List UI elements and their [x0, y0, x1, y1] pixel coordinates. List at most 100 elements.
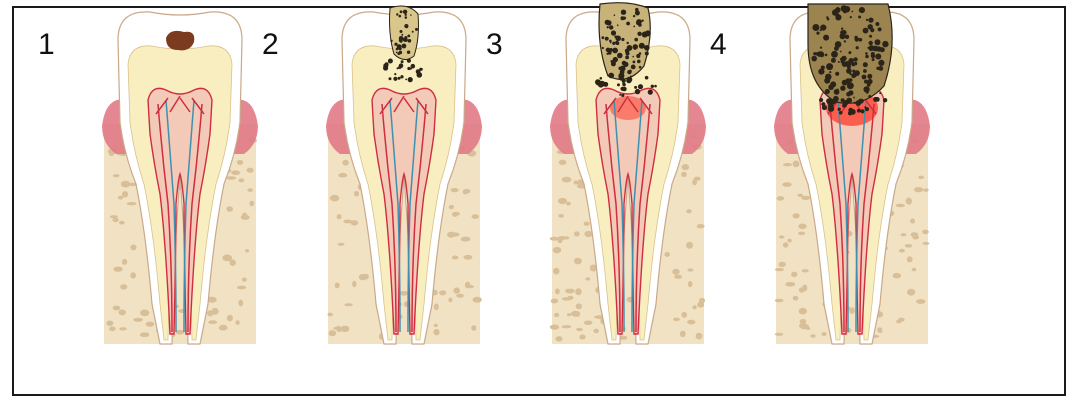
bone-cell	[342, 160, 348, 166]
bone-cell	[226, 206, 233, 212]
bone-cell	[247, 168, 254, 173]
bone-cell	[686, 209, 691, 213]
decay-particle	[868, 95, 871, 98]
decay-particle	[864, 80, 868, 84]
decay-particle	[410, 14, 412, 16]
decay-particle	[871, 52, 875, 56]
bone-cell	[692, 305, 696, 309]
decay-particle	[842, 80, 848, 86]
bone-cell	[207, 310, 213, 316]
stage-number: 3	[486, 28, 503, 62]
decay-particle	[848, 111, 852, 115]
bone-cell	[682, 164, 689, 170]
decay-particle	[412, 31, 414, 33]
decay-particle	[394, 43, 397, 46]
decay-particle	[608, 73, 614, 79]
bone-cell	[450, 232, 460, 236]
bone-cell	[122, 259, 127, 265]
decay-particle	[639, 43, 645, 49]
bone-cell	[456, 294, 464, 298]
bone-cell	[687, 320, 695, 325]
bone-cell	[798, 232, 805, 236]
decay-particle	[407, 59, 411, 63]
bone-cell	[465, 282, 471, 289]
bone-cell	[907, 289, 915, 296]
bone-cell	[130, 245, 136, 251]
decay-particle	[605, 37, 609, 41]
stage-panel-3: 3	[486, 0, 686, 392]
stage-number: 4	[710, 28, 727, 62]
bone-cell	[568, 296, 574, 300]
decay-particle	[606, 53, 608, 55]
bone-cell	[328, 313, 333, 317]
decay-particle	[634, 47, 637, 50]
decay-particle	[625, 56, 629, 60]
bone-cell	[454, 212, 460, 216]
bone-cell	[923, 188, 929, 191]
bone-cell	[802, 269, 809, 272]
bone-cell	[571, 311, 580, 317]
bone-cell	[801, 196, 810, 200]
bone-cell	[112, 218, 118, 222]
decay-particle	[408, 39, 412, 43]
decay-particle	[811, 56, 817, 62]
decay-particle	[821, 66, 825, 70]
bone-cell	[681, 312, 687, 318]
decay-particle	[613, 60, 616, 63]
bone-cell	[351, 220, 359, 225]
bone-cell	[453, 287, 460, 293]
decay-particle	[840, 57, 844, 61]
decay-particle	[837, 7, 839, 9]
decay-particle	[400, 10, 403, 13]
bone-cell	[352, 281, 356, 287]
decay-particle	[396, 52, 398, 54]
decay-particle	[869, 41, 873, 45]
decay-particle	[633, 61, 636, 64]
bone-cell	[674, 275, 682, 279]
bone-cell	[245, 249, 249, 252]
decay-particle	[617, 53, 623, 59]
decay-particle	[638, 84, 643, 89]
bone-cell	[912, 235, 919, 240]
decay-particle	[821, 102, 825, 106]
decay-particle	[812, 24, 819, 31]
decay-particle	[840, 33, 846, 39]
decay-particle	[614, 14, 616, 16]
decay-particle	[400, 30, 403, 33]
decay-particle	[859, 38, 863, 42]
tooth-illustration	[768, 4, 936, 348]
decay-particle	[617, 83, 620, 86]
decay-particle	[854, 102, 856, 104]
bone-cell	[451, 188, 459, 192]
decay-particle	[383, 65, 388, 70]
bone-cell	[133, 318, 143, 322]
bone-cell	[905, 244, 913, 248]
decay-particle	[872, 58, 875, 61]
bone-cell	[594, 329, 599, 334]
decay-particle	[876, 67, 879, 70]
decay-particle	[637, 32, 641, 36]
decay-particle	[634, 86, 637, 89]
bone-cell	[899, 249, 905, 253]
decay-particle	[853, 97, 855, 99]
decay-lesion	[390, 6, 419, 60]
decay-particle	[867, 47, 869, 49]
decay-particle	[402, 44, 407, 49]
decay-particle	[399, 15, 402, 18]
decay-particle	[621, 16, 625, 20]
bone-cell	[896, 204, 905, 208]
bone-cell	[449, 205, 454, 209]
bone-cell	[127, 202, 137, 205]
decay-particle	[866, 91, 869, 94]
decay-particle	[851, 11, 853, 13]
decay-particle	[865, 52, 868, 55]
bone-cell	[566, 202, 571, 206]
decay-particle	[631, 65, 636, 70]
bone-cell	[559, 160, 567, 165]
decay-particle	[639, 66, 642, 69]
decay-particle	[834, 89, 840, 95]
bone-cell	[113, 174, 120, 177]
decay-particle	[841, 98, 845, 102]
decay-particle	[637, 60, 641, 64]
decay-particle	[398, 77, 401, 80]
